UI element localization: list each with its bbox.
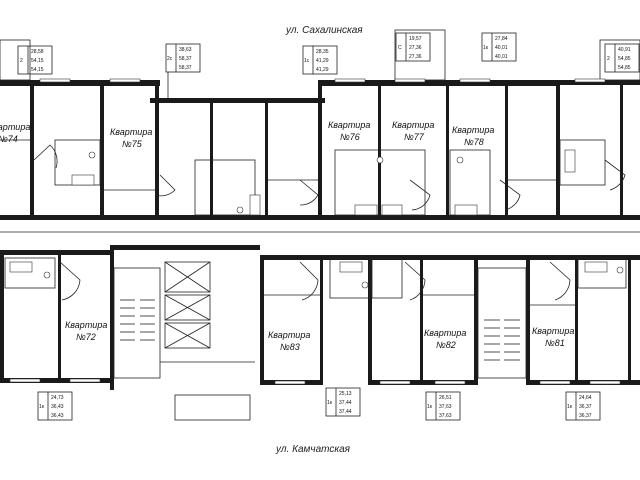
svg-text:Квартира: Квартира bbox=[452, 125, 494, 135]
area-table-82: 1к 26,51 37,63 37,63 bbox=[425, 391, 461, 421]
svg-text:37,44: 37,44 bbox=[339, 409, 352, 415]
svg-text:36,43: 36,43 bbox=[51, 413, 64, 419]
svg-text:№74: №74 bbox=[0, 134, 18, 144]
svg-text:Квартира: Квартира bbox=[392, 120, 434, 130]
svg-text:2: 2 bbox=[20, 58, 23, 64]
svg-text:№75: №75 bbox=[122, 139, 143, 149]
svg-text:36,37: 36,37 bbox=[579, 413, 592, 419]
svg-text:24,64: 24,64 bbox=[579, 395, 592, 401]
svg-text:37,63: 37,63 bbox=[439, 413, 452, 419]
svg-text:40,91: 40,91 bbox=[618, 47, 631, 53]
svg-text:Квартира: Квартира bbox=[328, 120, 370, 130]
svg-text:41,29: 41,29 bbox=[316, 67, 329, 73]
svg-text:58,37: 58,37 bbox=[179, 65, 192, 71]
svg-text:19,57: 19,57 bbox=[409, 36, 422, 42]
svg-text:40,01: 40,01 bbox=[495, 54, 508, 60]
svg-text:С: С bbox=[398, 45, 402, 51]
svg-text:№83: №83 bbox=[280, 342, 300, 352]
area-table-76: 1с 28,35 41,29 41,29 bbox=[302, 45, 338, 75]
walls-top-row bbox=[0, 80, 640, 220]
svg-text:Квартира: Квартира bbox=[532, 326, 574, 336]
svg-text:№78: №78 bbox=[464, 137, 484, 147]
area-table-79: 2 40,91 54,85 54,85 bbox=[604, 43, 640, 73]
svg-text:2с: 2с bbox=[167, 56, 173, 62]
apartment-74-label: Квартира №74 bbox=[0, 122, 30, 144]
svg-text:38,63: 38,63 bbox=[179, 47, 192, 53]
area-table-77: С 19,57 27,36 27,36 bbox=[395, 32, 431, 62]
apartment-83-label: Квартира №83 bbox=[268, 330, 310, 352]
area-table-72: 1к 24,73 36,43 36,43 bbox=[37, 391, 73, 421]
svg-text:1к: 1к bbox=[567, 404, 573, 410]
apartment-82-label: Квартира №82 bbox=[424, 328, 466, 350]
svg-text:26,51: 26,51 bbox=[439, 395, 452, 401]
svg-text:54,15: 54,15 bbox=[31, 67, 44, 73]
fixtures bbox=[9, 149, 624, 289]
svg-text:1с: 1с bbox=[304, 58, 310, 64]
svg-text:40,01: 40,01 bbox=[495, 45, 508, 51]
svg-text:1к: 1к bbox=[483, 45, 489, 51]
svg-text:37,63: 37,63 bbox=[439, 404, 452, 410]
svg-text:Квартира: Квартира bbox=[424, 328, 466, 338]
apartment-78-label: Квартира №78 bbox=[452, 125, 494, 147]
svg-text:1к: 1к bbox=[327, 400, 333, 406]
apartment-75-label: Квартира №75 bbox=[110, 127, 152, 149]
svg-text:28,35: 28,35 bbox=[316, 49, 329, 55]
area-table-83: 1к 25,13 37,44 37,44 bbox=[325, 387, 361, 417]
apartment-labels: Квартира №74 Квартира №75 Квартира №76 К… bbox=[0, 120, 574, 352]
apartment-77-label: Квартира №77 bbox=[392, 120, 434, 142]
area-table-75: 2с 38,63 58,37 58,37 bbox=[165, 43, 201, 98]
svg-text:Квартира: Квартира bbox=[110, 127, 152, 137]
street-top-label: ул. Сахалинская bbox=[285, 25, 363, 36]
svg-text:54,85: 54,85 bbox=[618, 56, 631, 62]
stairs bbox=[120, 299, 520, 361]
svg-text:36,43: 36,43 bbox=[51, 404, 64, 410]
svg-text:Квартира: Квартира bbox=[0, 122, 30, 132]
area-table-78: 1к 27,84 40,01 40,01 bbox=[481, 32, 517, 62]
svg-text:41,29: 41,29 bbox=[316, 58, 329, 64]
svg-text:54,85: 54,85 bbox=[618, 65, 631, 71]
svg-text:25,13: 25,13 bbox=[339, 391, 352, 397]
svg-text:27,36: 27,36 bbox=[409, 54, 422, 60]
svg-text:Квартира: Квартира bbox=[65, 320, 107, 330]
svg-text:№77: №77 bbox=[404, 132, 425, 142]
svg-text:1к: 1к bbox=[427, 404, 433, 410]
svg-text:№82: №82 bbox=[436, 340, 456, 350]
svg-text:24,73: 24,73 bbox=[51, 395, 64, 401]
svg-text:27,36: 27,36 bbox=[409, 45, 422, 51]
area-tables: 2 28,58 54,15 54,15 2с 38,63 58,37 58,37… bbox=[17, 32, 640, 421]
area-table-74: 2 28,58 54,15 54,15 bbox=[17, 45, 53, 75]
svg-text:Квартира: Квартира bbox=[268, 330, 310, 340]
apartment-72-label: Квартира №72 bbox=[65, 320, 107, 342]
windows bbox=[9, 78, 621, 385]
svg-text:2: 2 bbox=[607, 56, 610, 62]
svg-text:28,58: 28,58 bbox=[31, 49, 44, 55]
corridor bbox=[0, 231, 640, 260]
area-table-81: 1к 24,64 36,37 36,37 bbox=[565, 391, 601, 421]
svg-text:54,15: 54,15 bbox=[31, 58, 44, 64]
svg-text:№76: №76 bbox=[340, 132, 360, 142]
svg-text:36,37: 36,37 bbox=[579, 404, 592, 410]
apartment-81-label: Квартира №81 bbox=[532, 326, 574, 348]
apartment-76-label: Квартира №76 bbox=[328, 120, 370, 142]
svg-text:№81: №81 bbox=[545, 338, 565, 348]
svg-text:58,37: 58,37 bbox=[179, 56, 192, 62]
street-bottom-label: ул. Камчатская bbox=[275, 444, 351, 455]
svg-text:37,44: 37,44 bbox=[339, 400, 352, 406]
svg-text:1к: 1к bbox=[39, 404, 45, 410]
svg-text:27,84: 27,84 bbox=[495, 36, 508, 42]
doors bbox=[33, 144, 626, 301]
svg-text:№72: №72 bbox=[76, 332, 96, 342]
